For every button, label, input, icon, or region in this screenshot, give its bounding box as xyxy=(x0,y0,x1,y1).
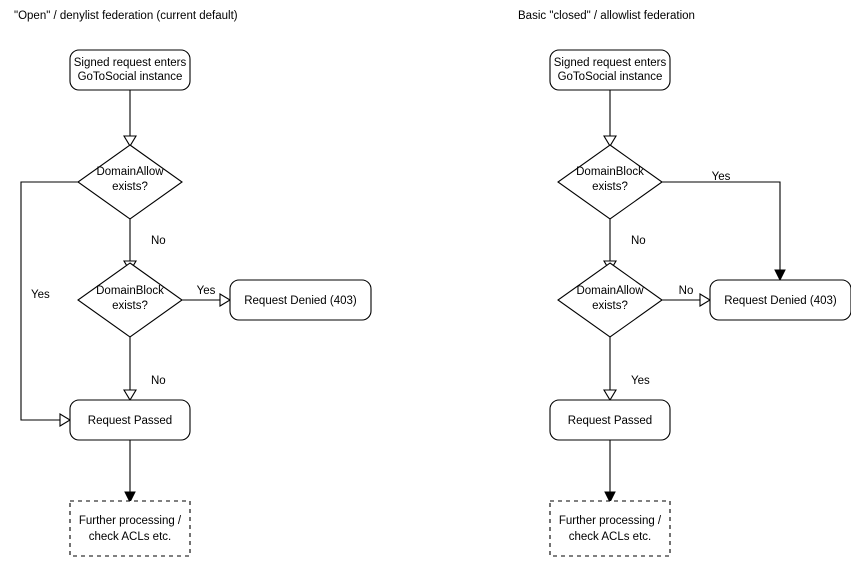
arrowhead-open-icon xyxy=(219,293,232,307)
edge-domainallow-no-right: No xyxy=(662,285,712,307)
node-decision-domainblock-right-line1: DomainBlock xyxy=(576,166,644,178)
node-further-processing-left-shape xyxy=(69,500,191,557)
edge-label-domainallow-no-right: No xyxy=(679,285,694,297)
diagram-closed-allowlist: Basic "closed" / allowlist federation Si… xyxy=(518,10,851,557)
arrowhead-open-icon xyxy=(59,413,72,427)
node-decision-domainallow-right: DomainAllow exists? xyxy=(557,262,663,338)
node-further-processing-left-line1: Further processing / xyxy=(79,515,182,527)
node-request-passed-right-label: Request Passed xyxy=(568,415,652,427)
node-decision-domainblock-left: DomainBlock exists? xyxy=(77,262,183,338)
node-further-processing-right-line1: Further processing / xyxy=(559,515,662,527)
node-decision-domainallow-right-line2: exists? xyxy=(592,300,628,312)
edge-label-domainallow-no-left: No xyxy=(151,235,166,247)
node-start-right: Signed request enters GoToSocial instanc… xyxy=(549,49,671,91)
arrowhead-open-icon xyxy=(603,389,617,402)
node-decision-domainallow-right-line1: DomainAllow xyxy=(576,285,644,297)
node-decision-domainblock-right: DomainBlock exists? xyxy=(557,144,663,220)
diagram-open-denylist: "Open" / denylist federation (current de… xyxy=(14,10,372,557)
edge-passed-to-further-left xyxy=(124,440,136,504)
edge-domainallow-yes-right: Yes xyxy=(603,337,650,402)
node-request-passed-right: Request Passed xyxy=(549,399,671,441)
node-request-denied-right: Request Denied (403) xyxy=(709,279,851,321)
edge-domainblock-no-right: No xyxy=(603,219,646,273)
node-start-right-shape xyxy=(549,49,671,91)
node-decision-domainallow-left-line2: exists? xyxy=(112,181,148,193)
edge-label-domainblock-yes-left: Yes xyxy=(197,285,216,297)
arrowhead-open-icon xyxy=(699,293,712,307)
arrowhead-open-icon xyxy=(123,135,137,148)
edge-label-domainallow-yes-right: Yes xyxy=(631,375,650,387)
arrowhead-solid-icon xyxy=(774,269,786,282)
node-request-denied-right-shape xyxy=(709,279,851,321)
diagram-title-closed-allowlist: Basic "closed" / allowlist federation xyxy=(518,10,695,22)
node-further-processing-left: Further processing / check ACLs etc. xyxy=(69,500,191,557)
edge-domainblock-no-left: No xyxy=(123,337,166,402)
edge-domainblock-yes-left: Yes xyxy=(182,285,232,307)
node-decision-domainblock-left-line2: exists? xyxy=(112,300,148,312)
node-decision-domainblock-left-line1: DomainBlock xyxy=(96,285,164,297)
node-further-processing-right-shape xyxy=(549,500,671,557)
node-start-right-line1: Signed request enters xyxy=(554,57,667,69)
node-decision-domainallow-left: DomainAllow exists? xyxy=(77,144,183,220)
node-start-left-line2: GoToSocial instance xyxy=(78,71,183,83)
edge-start-to-domainblock-right xyxy=(603,90,617,148)
edge-label-domainallow-yes-left: Yes xyxy=(31,289,50,301)
node-start-left: Signed request enters GoToSocial instanc… xyxy=(69,49,191,91)
edge-passed-to-further-right xyxy=(604,440,616,504)
arrowhead-open-icon xyxy=(603,135,617,148)
edge-label-domainblock-no-left: No xyxy=(151,375,166,387)
node-request-denied-left: Request Denied (403) xyxy=(229,279,372,321)
node-request-denied-left-label: Request Denied (403) xyxy=(244,295,357,307)
edge-label-domainblock-yes-right: Yes xyxy=(712,171,731,183)
arrowhead-solid-icon xyxy=(124,491,136,504)
diagram-title-open-denylist: "Open" / denylist federation (current de… xyxy=(14,10,238,22)
node-request-denied-right-label: Request Denied (403) xyxy=(724,295,837,307)
node-further-processing-right: Further processing / check ACLs etc. xyxy=(549,500,671,557)
node-start-right-line2: GoToSocial instance xyxy=(558,71,663,83)
arrowhead-solid-icon xyxy=(604,491,616,504)
node-request-passed-left: Request Passed xyxy=(69,399,191,441)
node-request-denied-left-shape xyxy=(229,279,372,321)
node-decision-domainblock-right-line2: exists? xyxy=(592,181,628,193)
node-decision-domainallow-left-line1: DomainAllow xyxy=(96,166,164,178)
arrowhead-open-icon xyxy=(123,389,137,402)
node-start-left-shape xyxy=(69,49,191,91)
edge-label-domainblock-no-right: No xyxy=(631,235,646,247)
node-request-passed-left-label: Request Passed xyxy=(88,415,172,427)
edge-domainblock-yes-right: Yes xyxy=(662,171,786,282)
node-further-processing-right-line2: check ACLs etc. xyxy=(569,531,651,543)
node-start-left-line1: Signed request enters xyxy=(74,57,187,69)
edge-start-to-domainallow-left xyxy=(123,90,137,148)
edge-domainallow-yes-left: Yes xyxy=(20,181,78,427)
node-further-processing-left-line2: check ACLs etc. xyxy=(89,531,171,543)
